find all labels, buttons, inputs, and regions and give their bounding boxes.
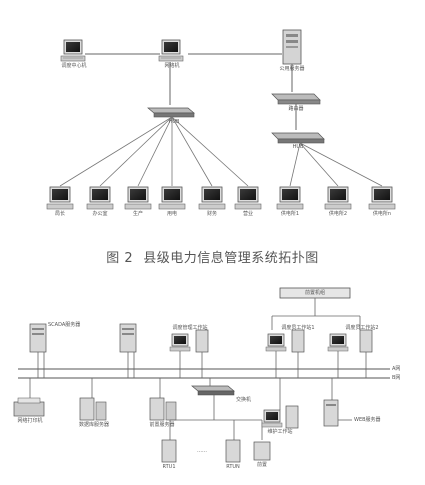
workstation-9 — [368, 186, 396, 210]
dispatcher-workstation-1 — [265, 329, 305, 353]
label-switch: 交换机 — [236, 397, 252, 403]
label-left-hub: HUB — [168, 119, 180, 125]
label-frontend-server: 前置服务器 — [149, 422, 175, 428]
hub-links — [59, 116, 249, 187]
workstations-row — [46, 186, 396, 210]
label-dispatcher-2: 调度员工作站2 — [345, 325, 379, 331]
label-ws-1: 局长 — [54, 211, 66, 217]
database-server — [79, 397, 107, 421]
figure-caption: 图 2 县级电力信息管理系统拓扑图 — [0, 247, 425, 266]
workstation-2 — [86, 186, 114, 210]
label-frontend-group: 前置机组 — [304, 290, 326, 296]
label-maintenance: 维护工作站 — [267, 429, 293, 435]
workstation-5 — [198, 186, 226, 210]
scada-server-right — [119, 323, 137, 353]
workstation-1 — [46, 186, 74, 210]
web-server — [323, 399, 339, 427]
switch-device — [191, 385, 235, 396]
frontend-box — [253, 441, 271, 461]
label-right-hub: HUB — [292, 144, 304, 150]
workstation-4 — [158, 186, 186, 210]
label-network-a: A网 — [392, 366, 401, 372]
dispatch-mgmt-workstation — [169, 329, 209, 353]
right-hub-device — [271, 132, 325, 144]
figure-number: 图 2 — [106, 251, 134, 266]
workstation-8 — [324, 186, 352, 210]
label-rtu-1: RTU1 — [162, 464, 176, 470]
left-hub-device — [147, 107, 195, 118]
label-scada: SCADA服务器 — [48, 322, 81, 328]
label-ws-9: 供电所n — [372, 211, 392, 217]
rtu-1 — [161, 439, 177, 463]
label-ws-5: 财务 — [206, 211, 218, 217]
label-ws-2: 办公室 — [92, 211, 108, 217]
label-frontend-box: 前置 — [256, 462, 268, 468]
dispatch-center-computer — [60, 39, 86, 62]
label-ws-4: 用电 — [166, 211, 178, 217]
label-dispatch-center: 调度中心机 — [61, 63, 87, 69]
public-server-tower — [282, 29, 302, 65]
network-drops — [29, 351, 367, 410]
workstation-3 — [124, 186, 152, 210]
network-computer — [158, 39, 184, 62]
label-public-server: 公用服务器 — [279, 66, 305, 72]
label-db-server: 数据库服务器 — [78, 422, 110, 428]
router-device — [271, 93, 321, 105]
frontend-server — [149, 397, 177, 421]
maintenance-workstation — [261, 405, 299, 429]
right-hub-links — [289, 142, 383, 187]
label-ws-7: 供电所1 — [280, 211, 300, 217]
label-web-server: WEB服务器 — [354, 417, 381, 423]
workstation-7 — [276, 186, 304, 210]
label-ws-3: 生产 — [132, 211, 144, 217]
network-printer — [13, 397, 45, 417]
label-router: 路由器 — [288, 106, 304, 112]
dispatcher-workstation-2 — [327, 329, 373, 353]
label-rtu-n: RTUN — [226, 464, 240, 470]
label-network-computer: 网络机 — [164, 63, 180, 69]
scada-server-left — [29, 323, 47, 353]
label-dispatch-mgmt: 调度管理工作站 — [172, 325, 208, 331]
label-network-b: B网 — [392, 375, 401, 381]
rtu-n — [225, 439, 241, 463]
label-rtu-ellipsis: …… — [197, 448, 207, 454]
workstation-6 — [234, 186, 262, 210]
figure-title: 县级电力信息管理系统拓扑图 — [143, 251, 319, 266]
label-ws-6: 营业 — [242, 211, 254, 217]
label-printer: 网络打印机 — [17, 418, 43, 424]
label-ws-8: 供电所2 — [328, 211, 348, 217]
label-dispatcher-1: 调度员工作站1 — [281, 325, 315, 331]
